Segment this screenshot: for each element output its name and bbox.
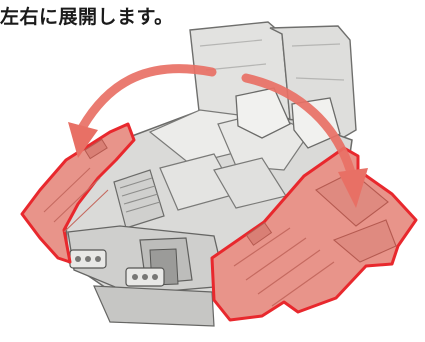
hull-body: [65, 21, 357, 327]
caption-text: 左右に展開します。: [0, 6, 174, 28]
left-wing-highlight: [20, 122, 136, 264]
unfold-arrow-left-icon: [68, 64, 217, 158]
unfold-arrow-right-icon: [241, 73, 368, 208]
